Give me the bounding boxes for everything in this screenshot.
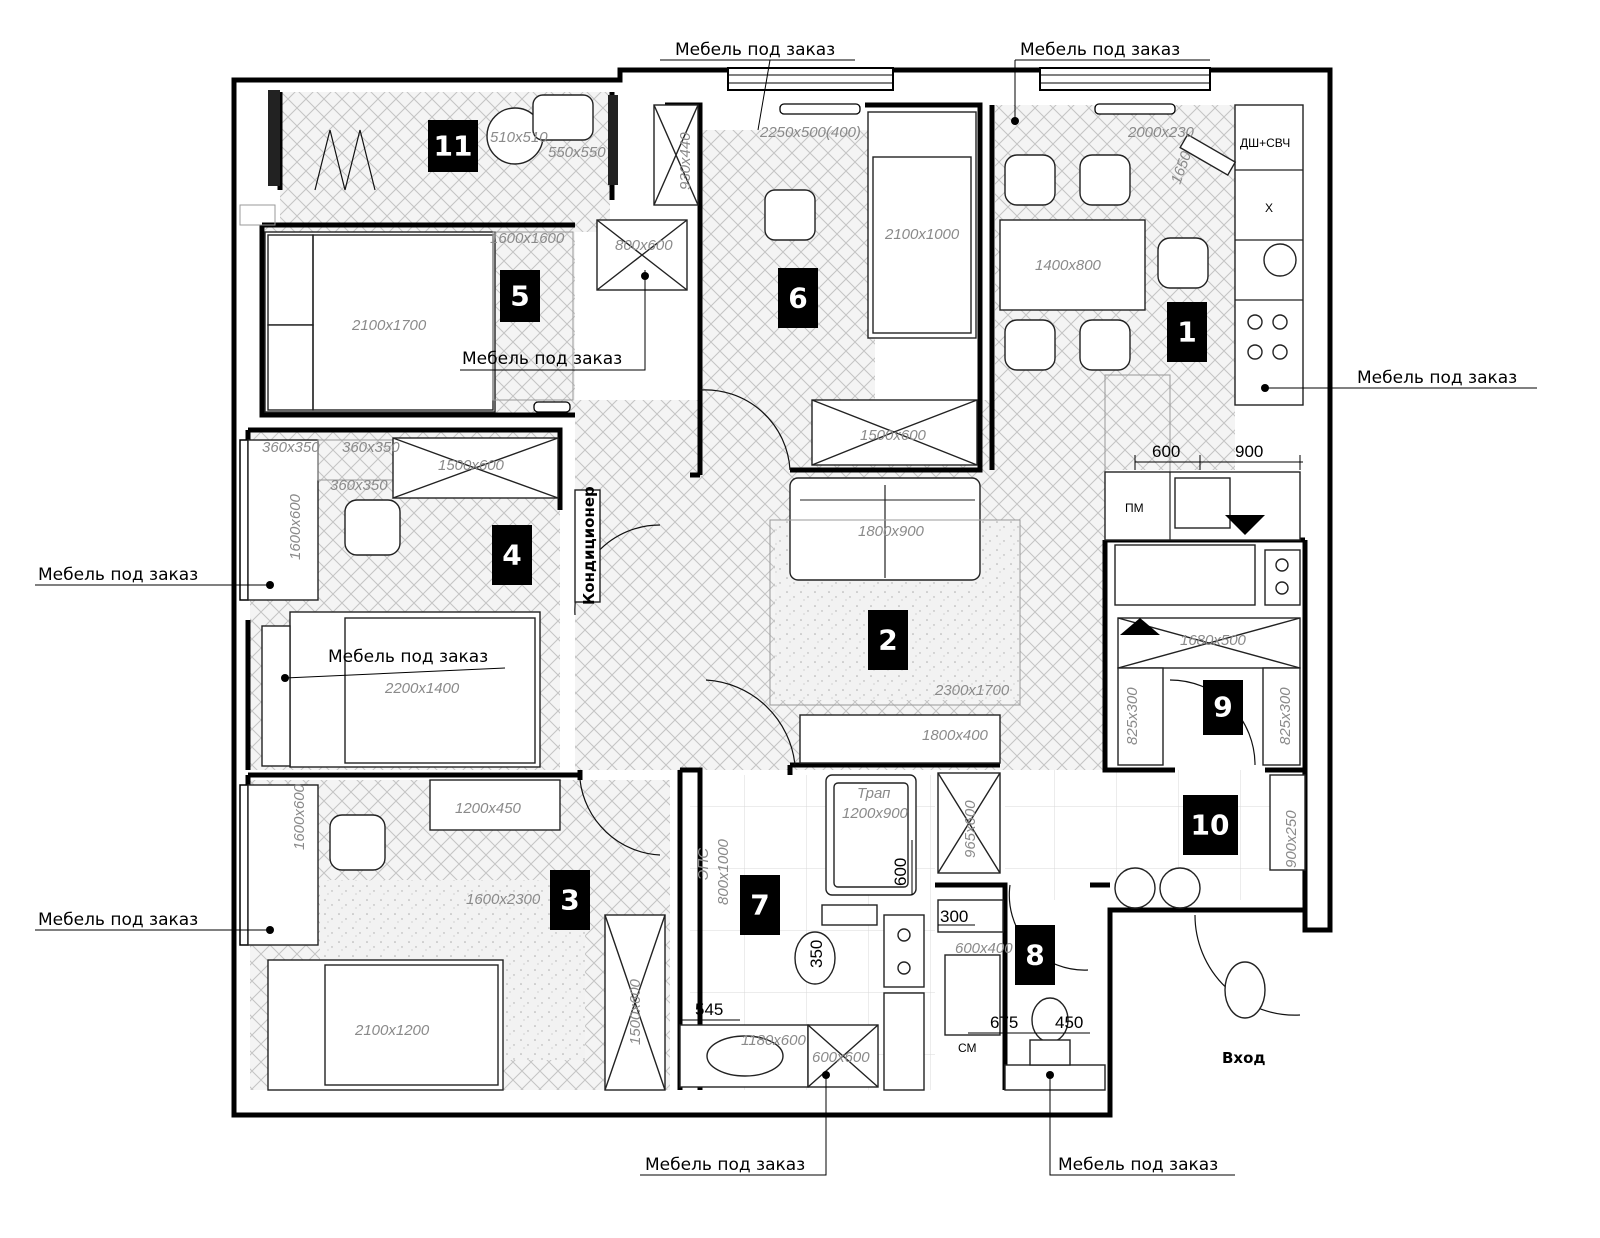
room-number-11: 11 xyxy=(428,120,478,172)
callout-label: Мебель под заказ xyxy=(1058,1155,1218,1175)
room-number-10: 10 xyxy=(1183,795,1238,855)
room-label: 7 xyxy=(750,889,769,922)
room-number-9: 9 xyxy=(1203,680,1243,735)
callout-label: Мебель под заказ xyxy=(328,647,488,667)
size-label: 900x250 xyxy=(1283,810,1300,868)
size-label: 1200x900 xyxy=(842,805,909,822)
room-number-4: 4 xyxy=(492,525,532,585)
room-label: 8 xyxy=(1025,939,1044,972)
room-label: 6 xyxy=(788,282,807,315)
size-label: 1500x600 xyxy=(860,427,927,444)
room-3-furniture xyxy=(247,679,796,1091)
dimension-label: 600 xyxy=(891,858,910,886)
callout-label: Мебель под заказ xyxy=(1357,368,1517,388)
room-label: 4 xyxy=(502,539,521,572)
size-label: 2250x500(400) xyxy=(759,124,861,141)
entry-label: Вход xyxy=(1222,1049,1266,1067)
room-number-7: 7 xyxy=(740,875,780,935)
room-9-10-furniture xyxy=(1114,544,1306,1019)
room-number-3: 3 xyxy=(550,870,590,930)
size-label: 825x300 xyxy=(1277,687,1294,745)
size-label: 2300x1700 xyxy=(934,682,1010,699)
size-label: 800x600 xyxy=(615,237,673,254)
dimension-label: 900 xyxy=(1235,442,1263,461)
size-label: 360x350 xyxy=(342,439,400,456)
exterior-walls xyxy=(231,67,1333,1118)
appliance-label: СМ xyxy=(958,1041,977,1055)
size-label: 1680x500 xyxy=(1180,632,1247,649)
size-label: 2100x1200 xyxy=(354,1022,430,1039)
room-8-furniture xyxy=(937,772,1106,1091)
callout-leaders xyxy=(35,59,1537,1176)
appliance-label: ДШ+СВЧ xyxy=(1240,136,1290,150)
room-5-furniture xyxy=(264,219,688,413)
room-label: 1 xyxy=(1177,316,1196,349)
size-label: 1600x600 xyxy=(291,783,308,850)
size-label: ЭПС xyxy=(695,848,712,880)
room-2-furniture xyxy=(574,477,1021,764)
size-label: 1500x600 xyxy=(438,457,505,474)
size-label: 1600x600 xyxy=(287,493,304,560)
room-4-furniture xyxy=(247,437,601,768)
room-label: 9 xyxy=(1213,691,1232,724)
size-label: 600x400 xyxy=(955,940,1013,957)
size-label: 1180x600 xyxy=(741,1032,806,1049)
size-label: 510x510 xyxy=(490,129,548,146)
size-label: 550x550 xyxy=(548,144,606,161)
room-label: 11 xyxy=(434,130,473,163)
callout-label: Мебель под заказ xyxy=(1020,40,1180,60)
size-label: 600x600 xyxy=(812,1049,870,1066)
size-label: 1600x1600 xyxy=(490,230,565,247)
dimension-label: 600 xyxy=(1152,442,1180,461)
size-label: 825x300 xyxy=(1124,687,1141,745)
room-label: 3 xyxy=(560,884,579,917)
size-label: 360x350 xyxy=(262,439,320,456)
size-label: 1500x600 xyxy=(627,978,644,1045)
size-label: 1600x2300 xyxy=(466,891,541,908)
appliance-label: Х xyxy=(1265,201,1273,215)
room-label: 10 xyxy=(1191,809,1230,842)
size-label: 930x440 xyxy=(677,132,694,190)
dimension-label: 300 xyxy=(940,907,968,926)
room-number-2: 2 xyxy=(868,610,908,670)
size-label: 800x1000 xyxy=(715,838,732,905)
size-label: 1800x400 xyxy=(922,727,989,744)
size-label: 2000x230 xyxy=(1127,124,1195,141)
callout-label: Мебель под заказ xyxy=(645,1155,805,1175)
room-number-1: 1 xyxy=(1167,302,1207,362)
dimension-lines xyxy=(680,455,1303,1034)
callout-label: Мебель под заказ xyxy=(38,565,198,585)
appliance-label: ПМ xyxy=(1125,501,1144,515)
dimension-label: 545 xyxy=(695,1000,723,1019)
dimension-label: 675 xyxy=(990,1013,1018,1032)
room-label: 2 xyxy=(878,624,897,657)
room-label: 5 xyxy=(510,280,529,313)
callout-label: Мебель под заказ xyxy=(462,349,622,369)
ac-label: Кондиционер xyxy=(580,486,598,605)
room-number-8: 8 xyxy=(1015,925,1055,985)
room-number-5: 5 xyxy=(500,270,540,322)
size-label: 1800x900 xyxy=(858,523,925,540)
callout-label: Мебель под заказ xyxy=(38,910,198,930)
room-7-furniture xyxy=(679,774,925,1091)
size-label: 360x350 xyxy=(330,477,388,494)
size-label: 2100x1700 xyxy=(351,317,427,334)
dimension-label: 450 xyxy=(1055,1013,1083,1032)
size-label: 2200x1400 xyxy=(384,680,460,697)
size-label: 1200x450 xyxy=(455,800,522,817)
size-label: Трап xyxy=(857,785,890,802)
size-label: 2100x1000 xyxy=(884,226,960,243)
callout-label: Мебель под заказ xyxy=(675,40,835,60)
room-number-6: 6 xyxy=(778,268,818,328)
room-1-furniture xyxy=(999,104,1304,541)
size-label: 965x600 xyxy=(962,800,979,858)
room-11-furniture xyxy=(239,94,594,226)
size-label: 1400x800 xyxy=(1035,257,1102,274)
dimension-label: 350 xyxy=(807,940,826,968)
room-6-furniture xyxy=(653,104,978,471)
